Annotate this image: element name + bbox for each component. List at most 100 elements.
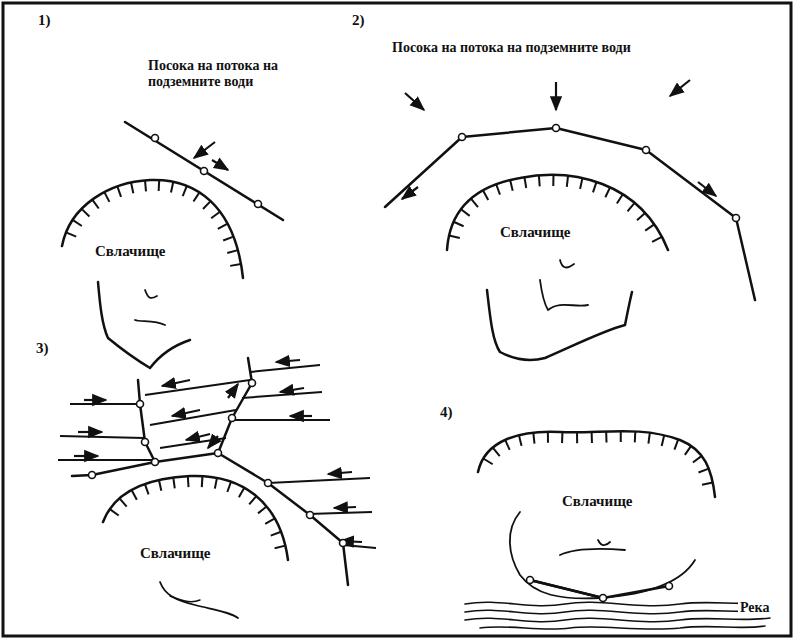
scarp-tick [519, 435, 522, 446]
scarp-tick [275, 546, 286, 549]
scarp-tick [693, 456, 702, 463]
flow-arrow [405, 93, 424, 110]
drawing-part [89, 125, 740, 602]
scarp-tick [593, 182, 596, 192]
flow-arrow [74, 455, 98, 457]
well-point [666, 583, 673, 590]
well-point [215, 450, 222, 457]
flow-arrow [280, 388, 304, 392]
landslide-crack [598, 540, 610, 545]
scarp-tick [117, 186, 121, 196]
scarp-tick [652, 237, 662, 242]
well-point [307, 512, 314, 519]
scarp-tick [193, 192, 199, 201]
scarp-tick [132, 490, 137, 500]
scarp-tick [239, 488, 244, 498]
flow-arrow [84, 399, 106, 401]
scarp-tick [547, 432, 549, 443]
well-point [152, 459, 159, 466]
panel-number: 3) [36, 340, 49, 357]
flow-arrow [290, 415, 312, 417]
scarp-tick [496, 184, 500, 194]
scarp-tick [617, 194, 623, 203]
inflow-line [60, 436, 144, 438]
panel-number: 1) [38, 12, 51, 29]
scarp-tick [637, 213, 645, 220]
landslide-label: Свлачище [562, 493, 632, 510]
inflow-line [242, 392, 322, 398]
scarp-tick [159, 480, 161, 491]
inflow-line [70, 403, 140, 405]
well-point [152, 135, 159, 142]
scarp-tick [685, 446, 691, 455]
scarp-tick [230, 264, 241, 266]
drawing-part [74, 80, 716, 542]
scarp-tick [171, 182, 173, 193]
flow-arrow [555, 82, 557, 110]
scarp-tick [73, 220, 82, 226]
well-point [255, 201, 262, 208]
landslide-crack [540, 280, 588, 310]
scarp-tick [223, 237, 233, 241]
inflow-line [232, 419, 330, 421]
scarp-tick [203, 201, 211, 209]
scarp-tick [591, 432, 593, 443]
drain-line [530, 580, 669, 598]
inflow-line [308, 512, 372, 514]
panel-number: 4) [440, 404, 453, 421]
scarp-tick [187, 476, 190, 487]
drain-line [530, 580, 603, 598]
scarp-tick [66, 232, 76, 236]
well-point [201, 168, 208, 175]
flow-arrow [186, 434, 210, 440]
inflow-line [343, 545, 376, 548]
scarp-tick [145, 484, 149, 494]
well-point [142, 439, 149, 446]
scarp-tick [605, 187, 610, 197]
scarp-tick [131, 183, 133, 194]
flow-direction-note: Посока на потока на подземните води [148, 58, 313, 90]
drawing-part [480, 626, 765, 629]
landslide-crack [560, 549, 625, 555]
flow-arrow [194, 142, 215, 158]
scarp-tick [648, 433, 649, 444]
landslide-body [160, 582, 238, 618]
scarp-tick [552, 175, 554, 186]
river-label: Река [738, 600, 771, 616]
landslide-label: Свлачище [500, 224, 570, 241]
scarp-tick [483, 190, 488, 200]
scarp-tick [471, 199, 478, 207]
drawing-part [66, 175, 713, 548]
landslide-scarp [447, 175, 668, 250]
panel-number: 2) [352, 12, 365, 29]
scarp-tick [454, 222, 464, 227]
flow-arrow [328, 472, 352, 474]
frame [3, 3, 791, 636]
scarp-tick [158, 180, 161, 191]
scarp-tick [271, 532, 281, 536]
scarp-tick [183, 186, 187, 196]
scarp-tick [674, 439, 678, 449]
drain-line [125, 122, 283, 220]
scarp-tick [580, 178, 582, 189]
well-point [643, 147, 650, 154]
flow-arrow [78, 431, 102, 433]
scarp-tick [510, 180, 513, 191]
scarp-tick [265, 518, 275, 523]
flow-arrow [670, 80, 690, 96]
scarp-tick [576, 432, 578, 443]
well-point [340, 540, 347, 547]
drawing-part [465, 602, 770, 606]
scarp-tick [201, 476, 204, 487]
landslide-label: Свлачище [140, 545, 210, 562]
scarp-tick [211, 212, 220, 219]
well-point [89, 472, 96, 479]
scarp-tick [110, 509, 119, 515]
landslide-crack [560, 260, 574, 267]
well-point [137, 401, 144, 408]
drawing-part [58, 365, 376, 548]
scarp-tick [505, 440, 509, 450]
inflow-line [250, 365, 320, 372]
landslide-body [510, 512, 695, 598]
